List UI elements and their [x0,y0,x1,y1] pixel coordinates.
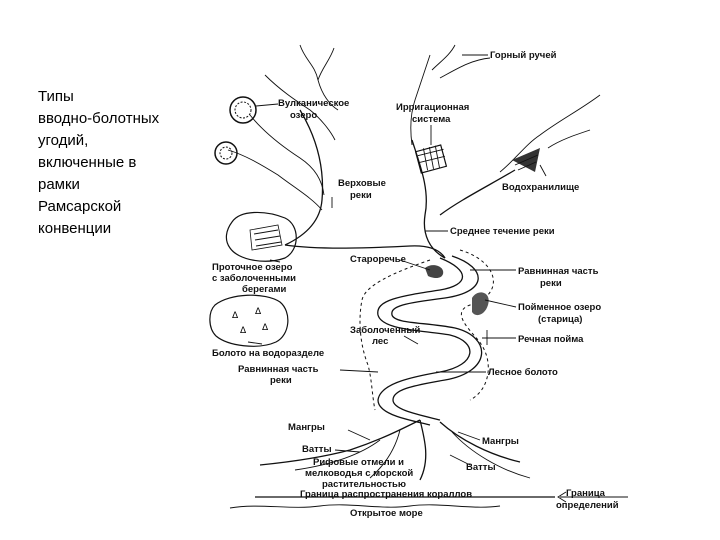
label-mangroves-left: Мангры [288,422,325,433]
main-river-bank-right [391,255,483,421]
label-volcanic-lake-2: озеро [290,110,317,121]
sea-waves [229,504,501,509]
floodplain-boundary-right [459,249,494,401]
label-swamp-forest-2: лес [372,336,388,347]
label-boundary-2: определений [556,500,619,511]
label-flow-lake-3: берегами [242,284,287,295]
label-river-floodplain: Речная пойма [518,334,584,345]
label-oxbow: Старoречье [350,254,406,265]
svg-text:ᐃ: ᐃ [262,323,269,333]
label-middle-course: Среднее течение реки [450,226,555,237]
diagram-title: Типы вводно-болотных угодий, включенные … [38,88,160,237]
volcanic-lake-2 [214,141,238,165]
label-floodplain-lake-1: Пойменное озеро [518,302,601,313]
tributaries [227,44,601,211]
leader-lines [247,54,547,466]
label-boundary-1: Граница [566,488,606,499]
label-plain-river-right-1: Равнинная часть [518,266,599,277]
label-headwaters-1: Верховые [338,178,386,189]
label-reservoir: Водохранилище [502,182,579,193]
label-reef-3: растительностью [322,479,406,490]
label-headwaters-2: реки [350,190,372,201]
svg-text:ᐃ: ᐃ [240,326,247,336]
svg-text:ᐃ: ᐃ [232,311,239,321]
label-flow-lake-1: Проточное озеро [212,262,293,273]
label-reef-2: мелководья с морской [305,468,413,479]
floodplain-lake-shape [472,292,489,316]
upper-river-right [439,169,516,216]
upper-river-left [284,109,324,246]
label-coral-limit: Граница распространения кораллов [300,489,472,500]
label-irrigation-1: Ирригационная [396,102,469,113]
svg-text:ᐃ: ᐃ [255,307,262,317]
label-volcanic-lake-1: Вулканическое [278,98,349,109]
watershed-bog-icon: ᐃ ᐃ ᐃ ᐃ [209,294,289,347]
delta [259,419,531,481]
label-tidal-flats-left: Ватты [302,444,332,455]
label-reef-1: Рифовые отмели и [313,457,404,468]
label-flow-lake-2: с заболоченными [212,273,296,284]
oxbow-shape [425,265,444,278]
label-irrigation-2: система [412,114,451,125]
definition-boundary-arrow [557,491,628,503]
label-mangroves-right: Мангры [482,436,519,447]
label-tidal-flats-right: Ватты [466,462,496,473]
label-plain-river-left-2: реки [270,375,292,386]
flow-lake-icon [225,211,297,262]
main-river-bank-left [377,257,471,426]
label-swamp-forest-1: Заболоченный [350,325,421,336]
label-plain-river-left-1: Равнинная часть [238,364,319,375]
river-junction [284,244,446,259]
label-forest-bog: Лесное болото [488,367,558,378]
label-plain-river-right-2: реки [540,278,562,289]
label-watershed-bog: Болото на водоразделе [212,348,324,359]
reservoir-dam-icon [512,148,540,172]
label-floodplain-lake-2: (старица) [538,314,582,325]
irrigation-grid-icon [414,144,448,174]
volcanic-lake-1 [229,96,257,124]
label-mountain-stream: Горный ручей [490,50,557,61]
label-open-sea: Открытое море [350,508,423,519]
